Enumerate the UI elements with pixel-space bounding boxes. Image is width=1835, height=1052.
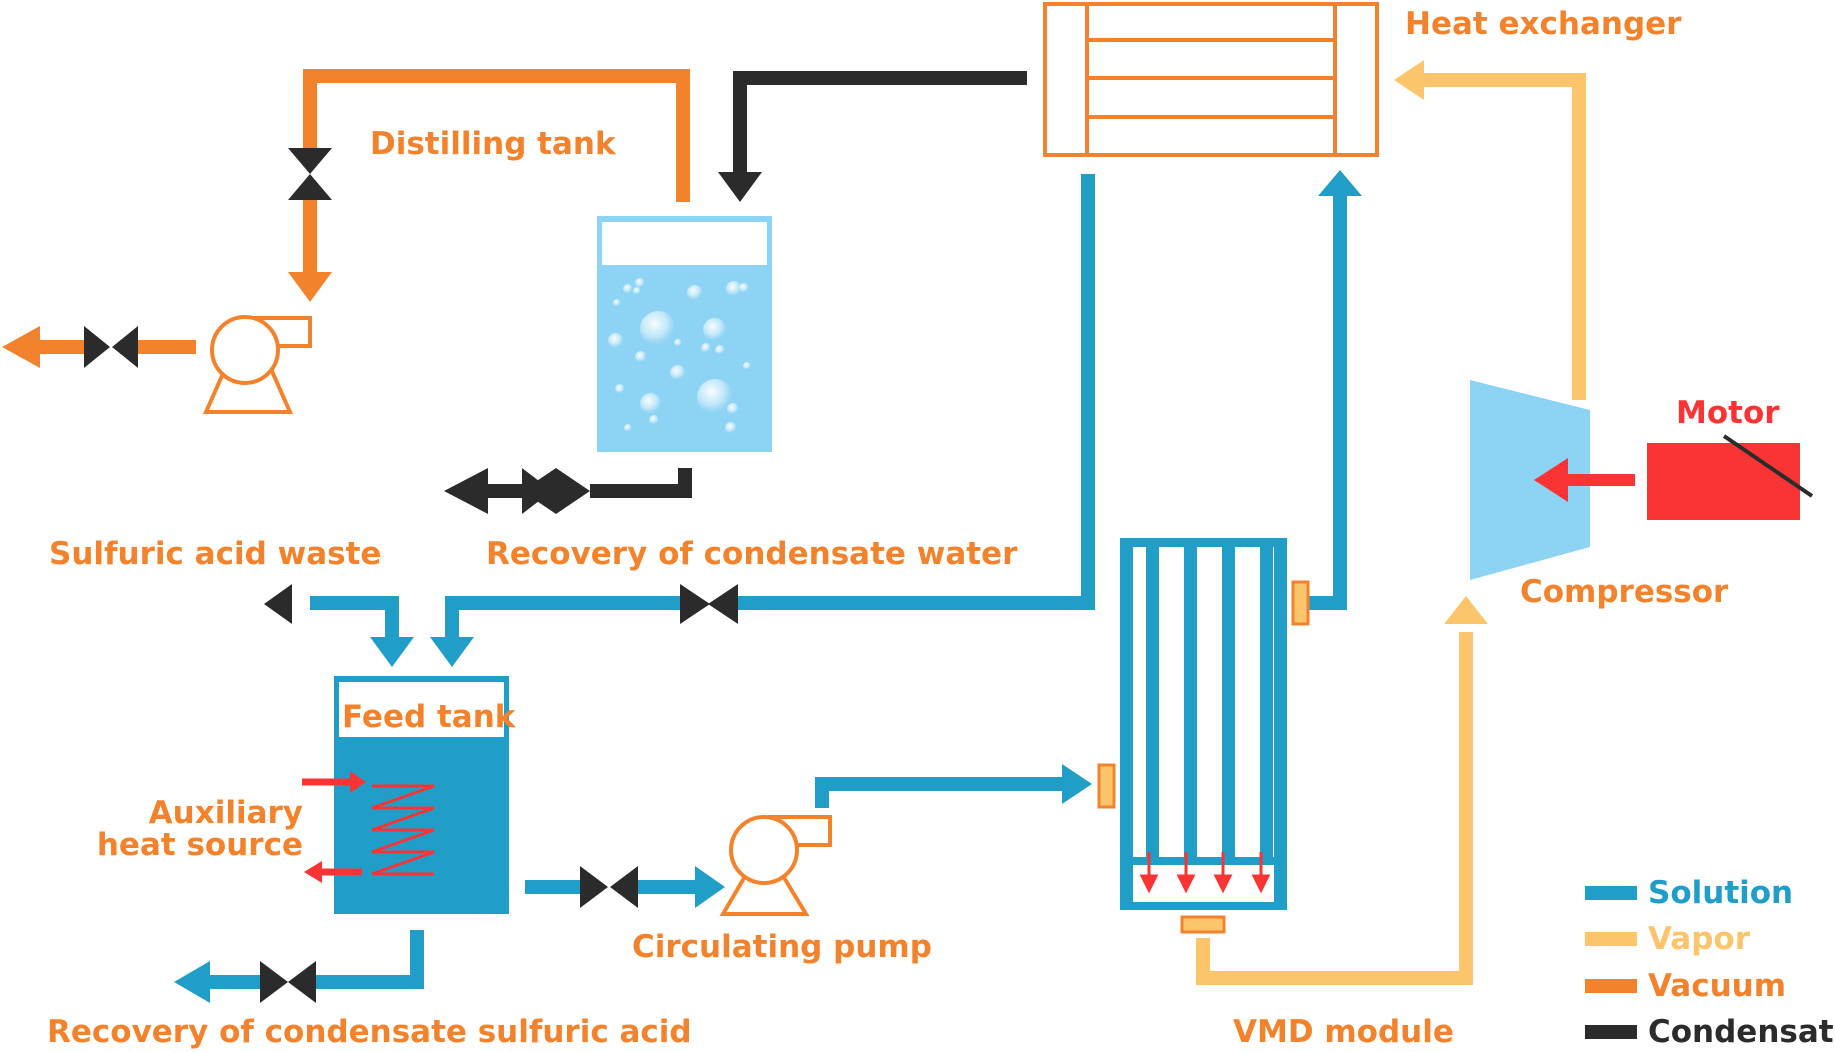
auxiliary-heat-label-1: Auxiliary — [149, 795, 303, 831]
legend-item-vacuum: Vacuum — [1585, 968, 1786, 1004]
condensate-valve-right — [522, 468, 552, 514]
motor-label: Motor — [1676, 395, 1780, 431]
permeate-arrows — [1139, 852, 1271, 894]
solution-lines — [210, 174, 1347, 989]
vacuum-valve-vertical[interactable] — [288, 148, 332, 200]
waste-arrow-left — [264, 584, 292, 624]
vacuum-pump[interactable] — [202, 315, 312, 414]
legend-label: Vacuum — [1648, 968, 1786, 1004]
vapor-arrow-up — [1444, 596, 1488, 624]
motor-shaft-line — [1722, 434, 1814, 498]
vmd-module[interactable] — [1097, 538, 1310, 934]
heat-exchanger-label: Heat exchanger — [1405, 6, 1682, 42]
drain-valve[interactable] — [260, 961, 316, 1003]
compressor-label: Compressor — [1520, 574, 1729, 610]
recovery-condensate-water-label: Recovery of condensate water — [486, 536, 1018, 572]
pump-to-vmd-pipe — [815, 777, 1062, 808]
legend-label: Vapor — [1648, 921, 1751, 957]
circulating-pump-label: Circulating pump — [632, 929, 932, 965]
solution-arrow-up — [1318, 170, 1362, 196]
recovery-condensate-acid-label: Recovery of condensate sulfuric acid — [47, 1014, 692, 1050]
motor-drive-arrow — [1534, 458, 1568, 502]
vacuum-pipe-top — [303, 69, 690, 202]
auxiliary-heat-label-2: heat source — [97, 827, 303, 863]
distilling-tank[interactable] — [597, 216, 772, 452]
legend-label: Condensate — [1648, 1014, 1835, 1050]
solution-arrow-right-pump — [695, 866, 725, 908]
solution-arrow-down-2 — [430, 637, 474, 667]
feed-tank-label: Feed tank — [342, 699, 517, 735]
vapor-lines — [1196, 73, 1586, 985]
circulating-pump[interactable] — [719, 815, 832, 916]
water-bubbles — [608, 278, 751, 434]
heating-coil — [302, 771, 435, 883]
return-valve[interactable] — [680, 584, 738, 624]
drain-pipe — [315, 930, 424, 989]
solution-return-pipe — [735, 174, 1095, 610]
vmd-module-label: VMD module — [1233, 1014, 1454, 1050]
legend-item-vapor: Vapor — [1585, 921, 1751, 957]
drain-arrow-left — [174, 961, 210, 1003]
exhaust-valve[interactable] — [84, 326, 138, 368]
distilling-tank-label: Distilling tank — [370, 126, 617, 162]
sulfuric-acid-waste-label: Sulfuric acid waste — [49, 536, 381, 572]
vapor-from-vmd — [1196, 632, 1473, 985]
solution-arrow-right-vmd — [1062, 764, 1092, 804]
vacuum-arrow-down — [288, 272, 332, 302]
heat-exchanger[interactable] — [1043, 2, 1379, 157]
solution-to-exchanger — [1303, 192, 1347, 610]
vapor-to-exchanger — [1424, 73, 1586, 400]
vapor-arrow-left — [1394, 60, 1424, 100]
condensate-arrow-down — [718, 172, 762, 202]
condensate-pipe-top — [733, 71, 1027, 172]
condensate-pipe-out — [590, 468, 692, 498]
legend-item-solution: Solution — [1585, 875, 1793, 911]
solution-arrow-down-1 — [370, 637, 414, 667]
legend: Solution Vapor Vacuum Condensate — [1585, 875, 1835, 1050]
compressor[interactable] — [1470, 380, 1590, 580]
motor[interactable] — [1647, 443, 1800, 520]
vacuum-arrow-left — [2, 326, 40, 368]
solution-return-pipe-2 — [445, 596, 685, 637]
condensate-arrow-left — [444, 468, 488, 514]
vacuum-lines — [38, 69, 690, 354]
feed-valve[interactable] — [580, 866, 638, 908]
legend-label: Solution — [1648, 875, 1793, 911]
legend-item-condensate: Condensate — [1585, 1014, 1835, 1050]
sulfuric-acid-waste-pipe — [310, 596, 399, 637]
